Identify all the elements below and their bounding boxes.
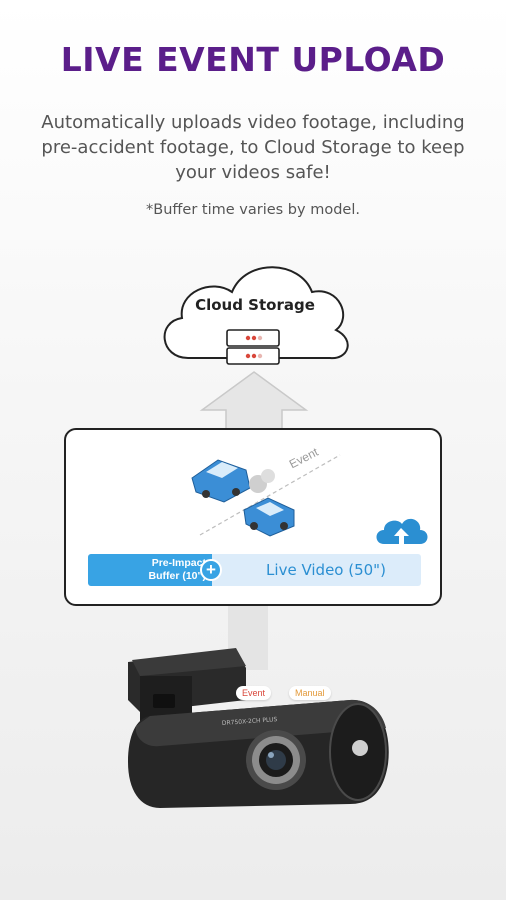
event-line — [199, 454, 341, 536]
event-tag: Event — [236, 686, 272, 700]
page-title: LIVE EVENT UPLOAD — [60, 40, 446, 79]
cloud-storage-label: Cloud Storage — [195, 296, 315, 314]
car-icon — [191, 459, 251, 503]
cloud-upload-icon — [376, 518, 428, 544]
pre-impact-segment: Pre-Impact Buffer (10") — [88, 554, 212, 586]
manual-tag: Manual — [289, 686, 331, 700]
live-video-label: Live Video (50") — [266, 561, 386, 579]
plus-icon: + — [200, 559, 222, 581]
car-icon — [243, 497, 295, 537]
recording-timeline: Pre-Impact Buffer (10") — [88, 554, 421, 586]
server-icon — [226, 329, 280, 365]
mount-button — [153, 694, 175, 708]
svg-text:DR750X-2CH PLUS: DR750X-2CH PLUS — [222, 716, 278, 727]
buffer-footnote: *Buffer time varies by model. — [146, 202, 360, 218]
cloud-shape — [163, 266, 349, 360]
description-text: Automatically uploads video footage, inc… — [41, 112, 465, 183]
camera-lens — [246, 730, 306, 790]
